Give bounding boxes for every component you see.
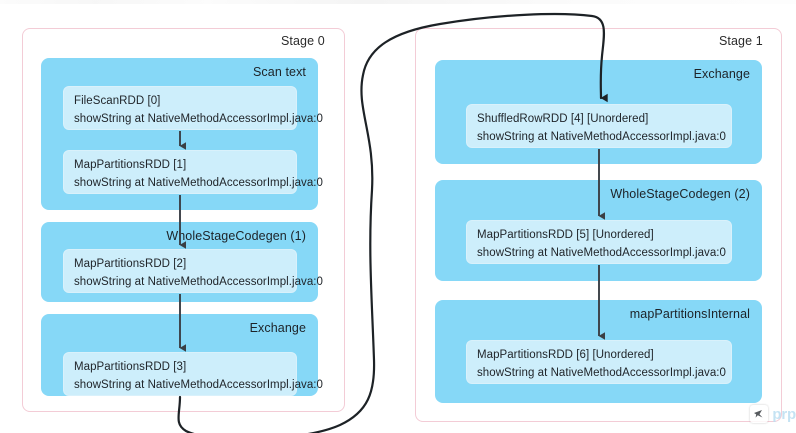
rdd-box-rdd-5[interactable]: MapPartitionsRDD [5] [Unordered] showStr…: [466, 220, 732, 264]
operator-label-exchange-1: Exchange: [693, 67, 750, 81]
rdd-callsite-rdd-2: showString at NativeMethodAccessorImpl.j…: [74, 276, 323, 288]
rdd-name-rdd-0: FileScanRDD [0]: [74, 95, 161, 107]
stage-title-stage-0: Stage 0: [281, 34, 325, 48]
rdd-box-rdd-4[interactable]: ShuffledRowRDD [4] [Unordered] showStrin…: [466, 104, 732, 148]
rdd-box-rdd-1[interactable]: MapPartitionsRDD [1] showString at Nativ…: [63, 150, 323, 194]
rdd-callsite-rdd-0: showString at NativeMethodAccessorImpl.j…: [74, 113, 323, 125]
rdd-name-rdd-4: ShuffledRowRDD [4] [Unordered]: [477, 113, 649, 125]
rdd-name-rdd-6: MapPartitionsRDD [6] [Unordered]: [477, 349, 654, 361]
watermark-text: prp: [772, 405, 796, 423]
rdd-callsite-rdd-4: showString at NativeMethodAccessorImpl.j…: [477, 131, 726, 143]
rdd-callsite-rdd-1: showString at NativeMethodAccessorImpl.j…: [74, 177, 323, 189]
rdd-box-rdd-6[interactable]: MapPartitionsRDD [6] [Unordered] showStr…: [466, 340, 732, 384]
watermark-bird-icon: [750, 405, 769, 423]
watermark: prp: [750, 405, 796, 423]
operator-label-scan-text: Scan text: [252, 65, 306, 79]
operator-label-wholestagecodegen-1: WholeStageCodegen (1): [166, 229, 306, 243]
rdd-box-rdd-0[interactable]: FileScanRDD [0] showString at NativeMeth…: [63, 86, 323, 130]
rdd-box-rdd-2[interactable]: MapPartitionsRDD [2] showString at Nativ…: [63, 249, 323, 293]
rdd-box-rdd-3[interactable]: MapPartitionsRDD [3] showString at Nativ…: [63, 352, 323, 396]
rdd-callsite-rdd-6: showString at NativeMethodAccessorImpl.j…: [477, 367, 726, 379]
operator-label-mappartitionsinternal: mapPartitionsInternal: [629, 307, 750, 321]
stage-title-stage-1: Stage 1: [719, 34, 763, 48]
operator-label-wholestagecodegen-2: WholeStageCodegen (2): [610, 187, 750, 201]
top-clipped-strip: [0, 0, 796, 4]
rdd-name-rdd-1: MapPartitionsRDD [1]: [74, 159, 187, 171]
rdd-name-rdd-3: MapPartitionsRDD [3]: [74, 361, 187, 373]
rdd-name-rdd-5: MapPartitionsRDD [5] [Unordered]: [477, 229, 654, 241]
rdd-name-rdd-2: MapPartitionsRDD [2]: [74, 258, 187, 270]
rdd-callsite-rdd-5: showString at NativeMethodAccessorImpl.j…: [477, 247, 726, 259]
operator-label-exchange-0: Exchange: [249, 321, 306, 335]
rdd-callsite-rdd-3: showString at NativeMethodAccessorImpl.j…: [74, 379, 323, 391]
